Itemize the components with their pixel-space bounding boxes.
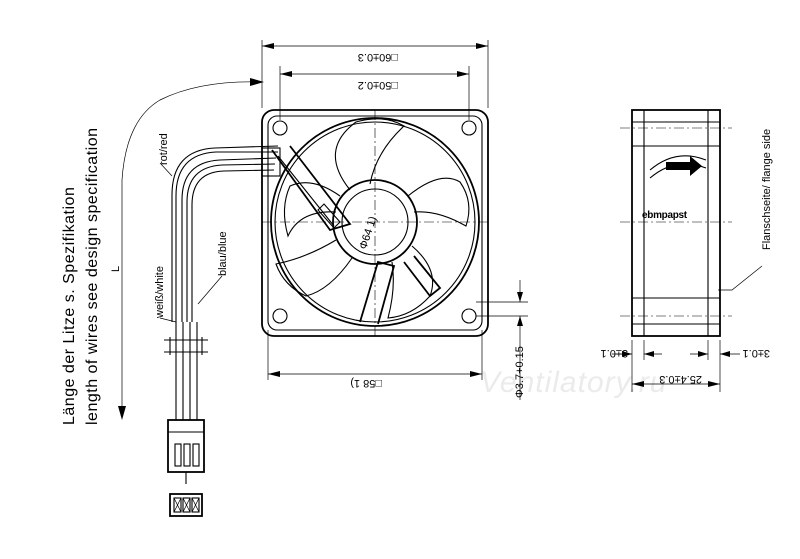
flange-side-label: Flanschseite/ flange side [761, 129, 773, 250]
dim-hole-pitch: □50±0.2 [279, 66, 470, 120]
wire-label-blue: blau/blue [217, 231, 229, 276]
watermark: Ventilatory.ru [480, 366, 667, 399]
wire-bundle [164, 145, 279, 420]
hub-diameter-label: Φ64 1) [357, 215, 379, 251]
dim-outer-width-label: □60±0.3 [358, 51, 398, 63]
wire-length-dimension: L [110, 78, 264, 420]
wire-length-note-en: length of wires see design specification [84, 128, 101, 426]
dim-body-width-label: □58 1) [350, 377, 382, 389]
dim-depth-label: 25.4±0.3 [659, 373, 702, 385]
dim-outer-width: □60±0.3 [261, 40, 489, 108]
connector [167, 419, 205, 484]
wire-length-note-de: Länge der Litze s. Spezifikation [61, 187, 78, 425]
side-view-brand: ebmpapst [642, 210, 688, 221]
fan-side-view: ebmpapst [612, 109, 763, 392]
dim-body-width: □58 1) [267, 330, 483, 389]
dim-flange-right-label: 3±0.1 [743, 347, 770, 359]
wire-label-red: rot/red [158, 133, 170, 165]
wire-label-white: weiß/white [154, 266, 166, 319]
dim-flange-left-label: 3±0.1 [601, 347, 628, 359]
fan-front-view: Φ64 1) [261, 109, 489, 337]
connector-end-view [169, 493, 203, 517]
dim-hole-diameter-label: Φ3.7+0.15 [514, 346, 526, 398]
dim-hole-diameter: Φ3.7+0.15 [476, 280, 528, 400]
wire-length-symbol: L [110, 266, 122, 272]
dim-hole-pitch-label: □50±0.2 [358, 79, 398, 91]
